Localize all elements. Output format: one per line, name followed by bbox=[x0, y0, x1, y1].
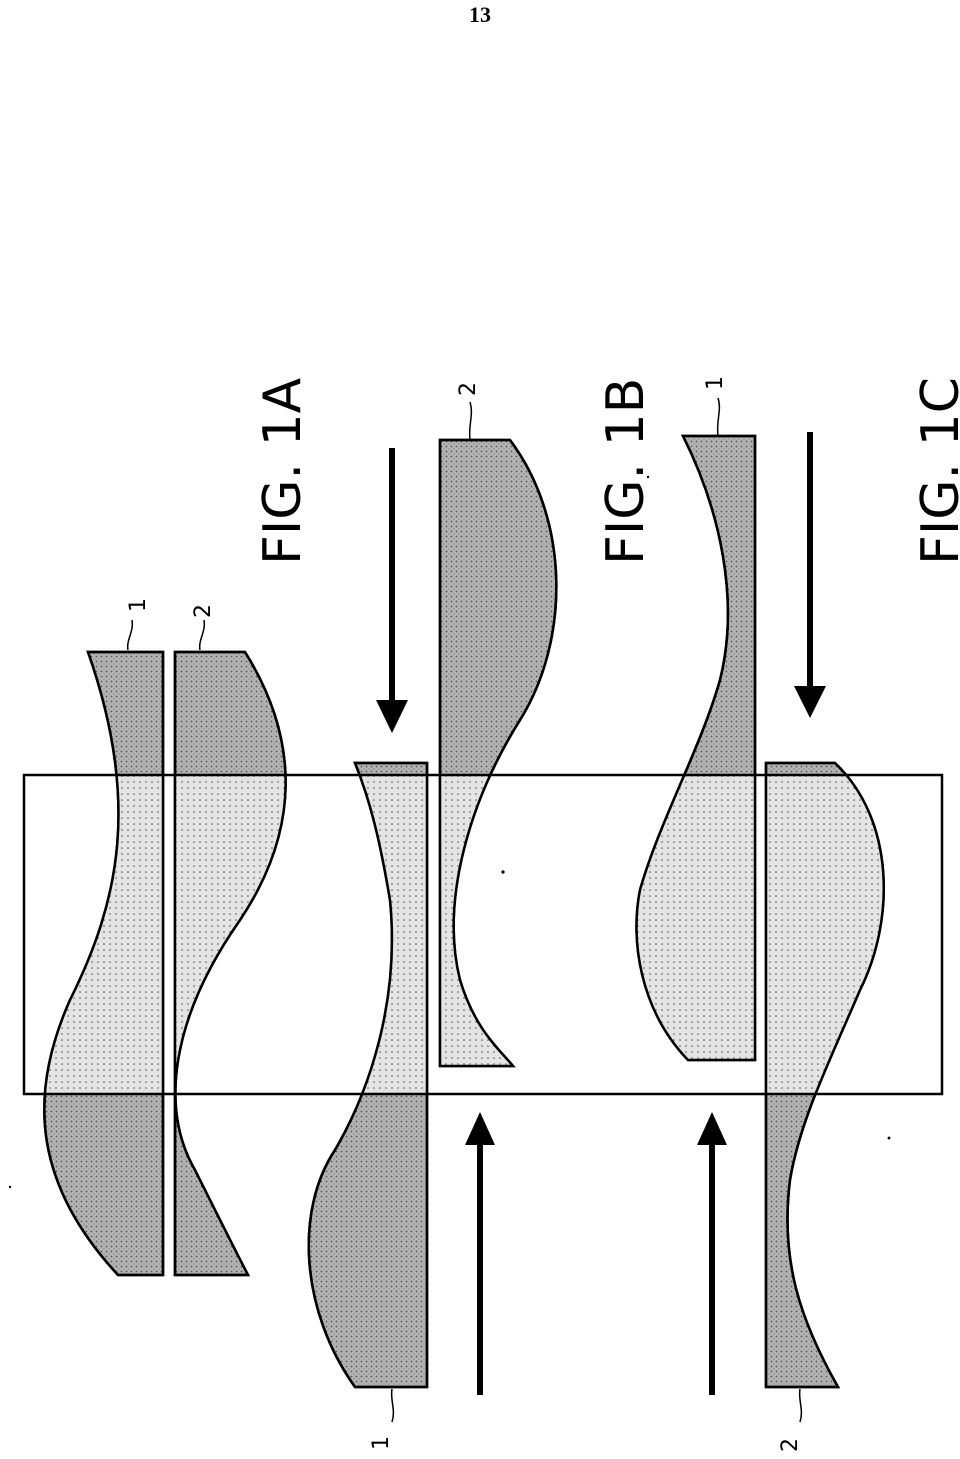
fig1a-ref-2: 2 bbox=[191, 604, 216, 618]
fig1b-ref-2: 2 bbox=[456, 382, 481, 396]
fig1a-leader-1 bbox=[126, 619, 134, 651]
fig1a-leader-2 bbox=[198, 619, 206, 651]
fig1b-plate-2 bbox=[438, 438, 558, 1068]
fig-1a-label: FIG. 1A bbox=[253, 377, 313, 565]
fig1b-ref-1: 1 bbox=[369, 1436, 394, 1450]
fig-1a: 1 2 FIG. 1A bbox=[43, 377, 313, 1277]
fig1c-arrow-down bbox=[794, 432, 826, 718]
speck bbox=[501, 870, 505, 874]
page-number: 13 bbox=[469, 2, 491, 27]
fig1c-plate-2 bbox=[764, 761, 885, 1389]
speck bbox=[8, 1185, 12, 1189]
fig1b-plate-1 bbox=[307, 761, 429, 1389]
window-frame bbox=[22, 773, 944, 1096]
fig-1c: 1 2 FIG. 1C bbox=[635, 376, 960, 1452]
fig1b-arrow-down bbox=[376, 448, 408, 733]
fig1c-leader-2 bbox=[798, 1388, 803, 1423]
fig1c-ref-1: 1 bbox=[703, 376, 728, 390]
fig1c-arrow-up bbox=[697, 1112, 727, 1395]
fig-1c-label: FIG. 1C bbox=[911, 377, 960, 565]
speck bbox=[646, 475, 650, 479]
fig1c-plate-1 bbox=[635, 434, 757, 1062]
fig1c-leader-1 bbox=[716, 397, 721, 437]
fig1a-ref-1: 1 bbox=[126, 598, 151, 612]
fig1b-leader-1 bbox=[390, 1388, 395, 1423]
speck bbox=[887, 1136, 891, 1140]
fig1b-leader-2 bbox=[468, 401, 473, 441]
fig1a-plate-2 bbox=[173, 650, 287, 1277]
fig-1b: 2 1 FIG. 1B bbox=[307, 378, 656, 1450]
fig-1b-label: FIG. 1B bbox=[596, 378, 656, 565]
fig1c-ref-2: 2 bbox=[778, 1438, 803, 1452]
fig1b-arrow-up bbox=[465, 1112, 495, 1395]
fig1a-plate-1 bbox=[43, 650, 165, 1277]
